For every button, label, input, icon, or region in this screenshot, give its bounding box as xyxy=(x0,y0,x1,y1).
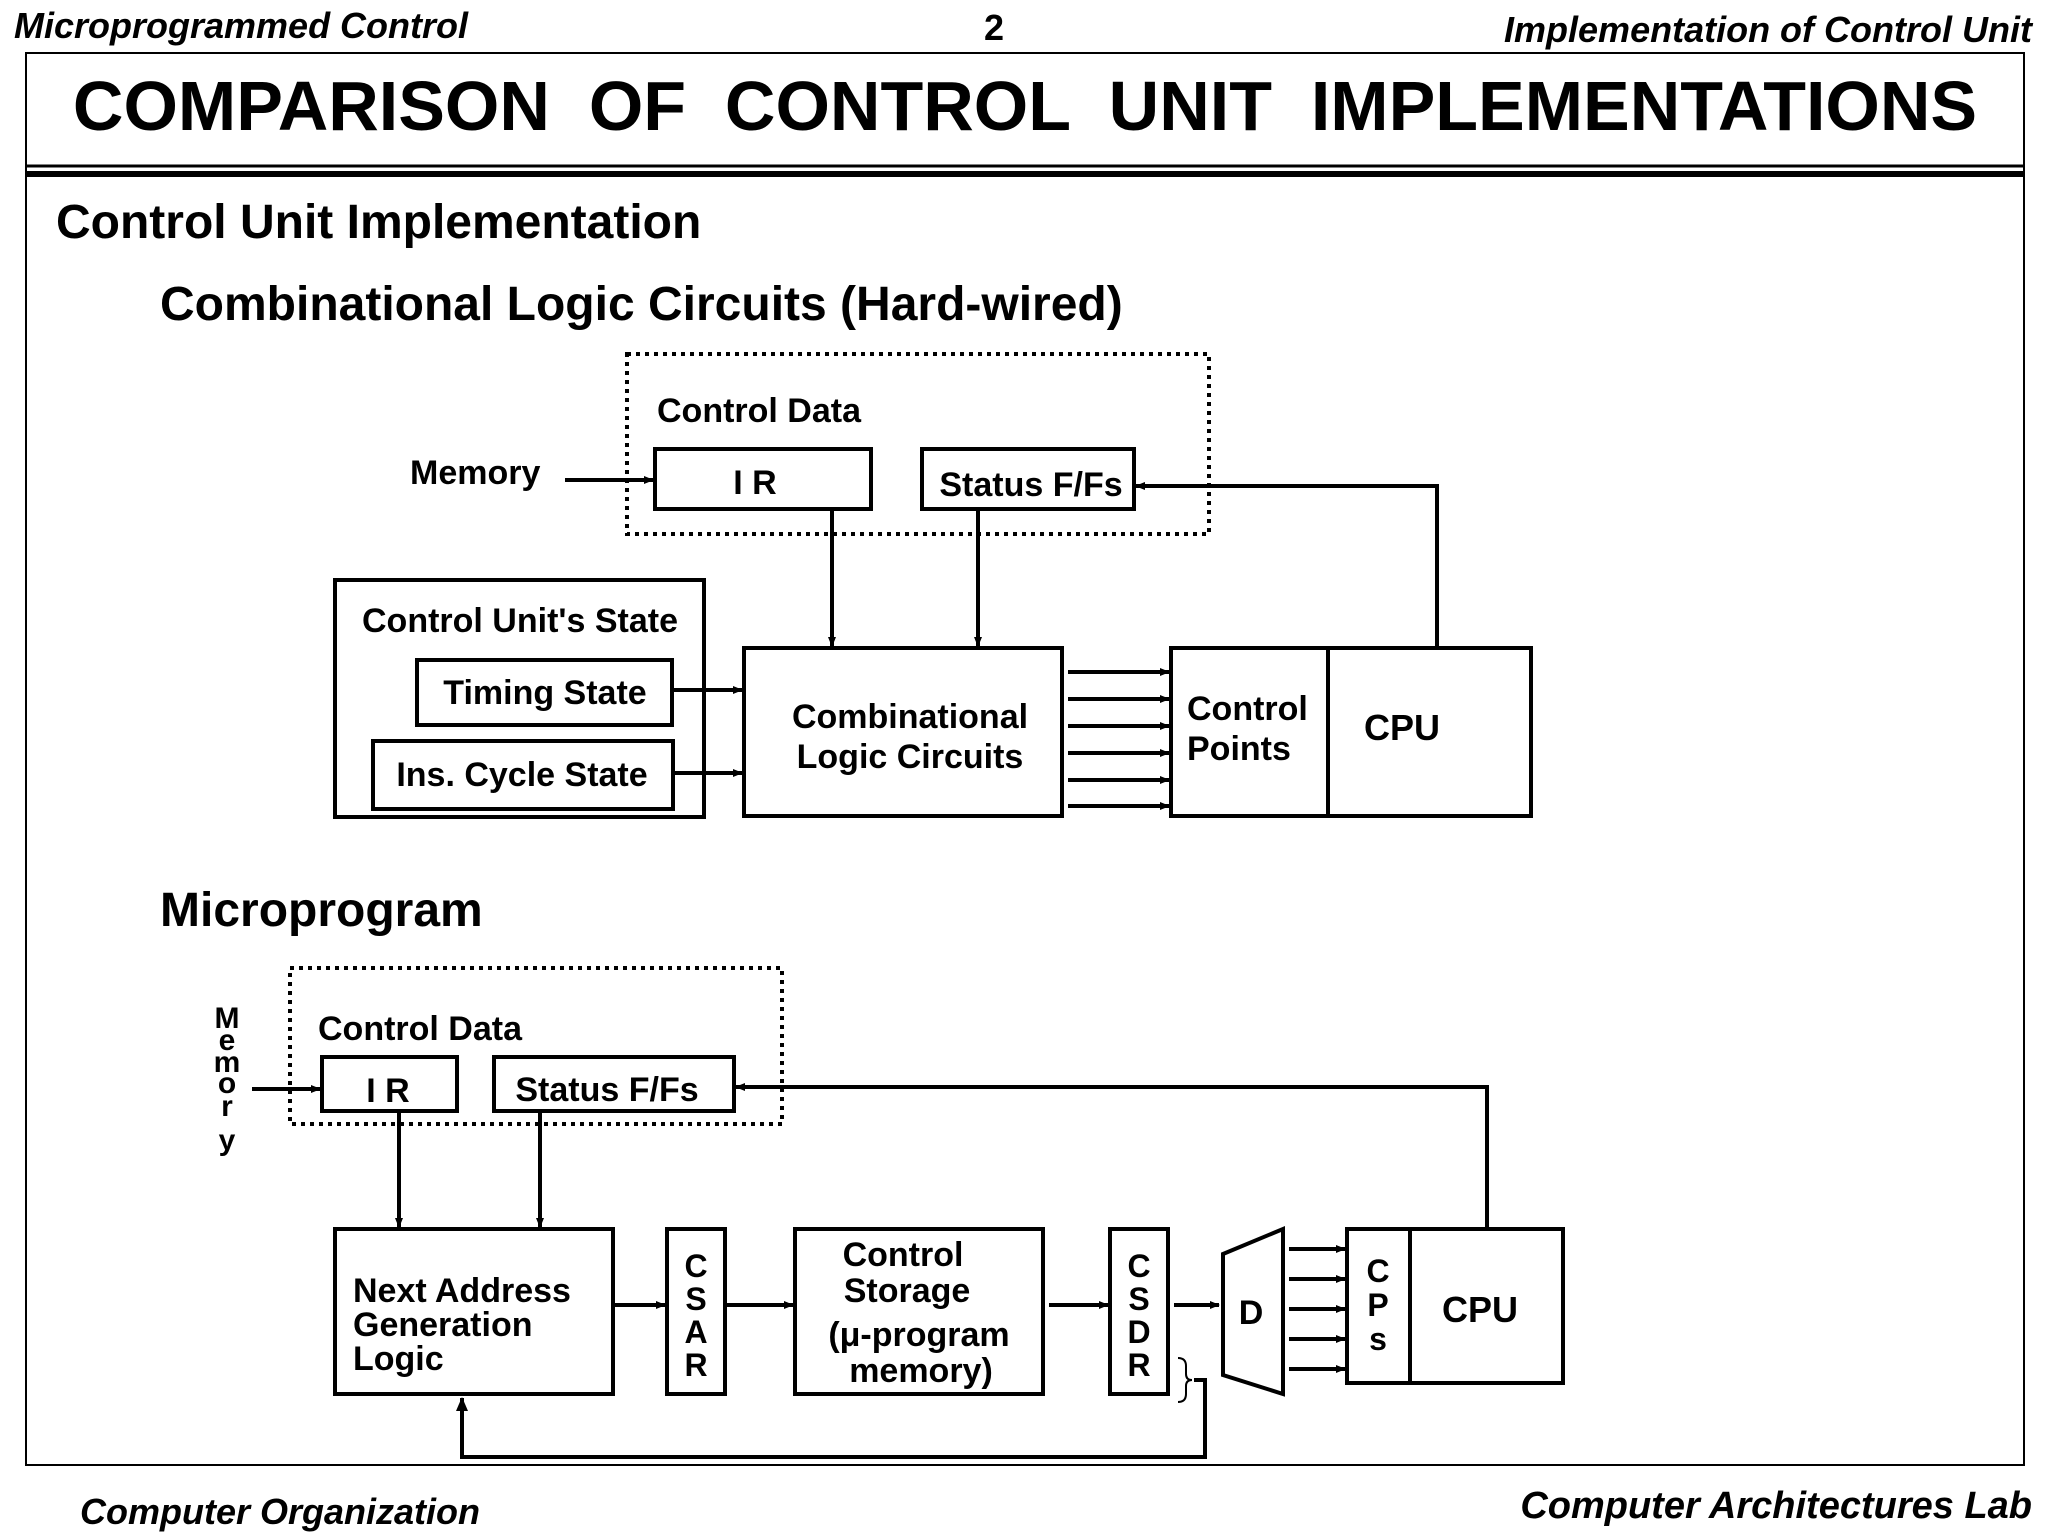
hw-control-points-line1: Control xyxy=(1187,690,1308,728)
mp-memory-letter: r xyxy=(221,1090,233,1123)
hw-control-data-group xyxy=(625,352,1211,536)
mp-status-register xyxy=(492,1055,736,1113)
hw-combinational-box xyxy=(742,646,1064,818)
hw-ir-label: I R xyxy=(733,464,776,502)
mp-csar-letter: R xyxy=(684,1347,707,1383)
hw-ir-register xyxy=(653,447,873,511)
mp-control-storage-line4: memory) xyxy=(849,1352,993,1390)
mp-csar-letter: S xyxy=(685,1281,706,1317)
mp-ir-register xyxy=(320,1055,459,1113)
page-title: COMPARISON OF CONTROL UNIT IMPLEMENTATIO… xyxy=(73,67,1977,145)
mp-memory-letter: M xyxy=(215,1002,240,1035)
mp-memory-letter: m xyxy=(214,1046,241,1079)
microprogram-heading: Microprogram xyxy=(160,884,483,937)
mp-cps-letter: P xyxy=(1367,1287,1388,1323)
hw-status-label: Status F/Fs xyxy=(939,466,1122,504)
hw-timing-state-label: Timing State xyxy=(443,674,646,712)
mp-memory-letter: e xyxy=(219,1024,236,1057)
mp-control-storage-box xyxy=(793,1227,1045,1396)
hw-timing-state-box xyxy=(415,658,674,727)
mp-next-address-line1: Next Address xyxy=(353,1272,571,1310)
hw-status-register xyxy=(920,447,1136,511)
mp-next-address-line3: Logic xyxy=(353,1340,444,1378)
hw-cpu-label: CPU xyxy=(1364,707,1440,748)
mp-csar-letter: A xyxy=(684,1314,707,1350)
mp-csdr-feedback-arrow xyxy=(456,1378,1207,1459)
slide-frame xyxy=(25,52,2025,1466)
footer-left: Computer Organization xyxy=(80,1491,480,1532)
mp-csdr-letter: D xyxy=(1127,1314,1150,1350)
mp-next-address-box xyxy=(333,1227,615,1396)
mp-csdr-register xyxy=(1108,1227,1170,1396)
hw-combinational-line1: Combinational xyxy=(792,698,1028,736)
mp-csar-register xyxy=(665,1227,727,1396)
header-left: Microprogrammed Control xyxy=(14,5,469,46)
mp-cps-letter: C xyxy=(1366,1253,1389,1289)
mp-control-storage-line2: Storage xyxy=(844,1272,971,1310)
hw-cu-state-box xyxy=(333,578,706,819)
mp-status-label: Status F/Fs xyxy=(515,1071,698,1109)
hardwired-diagram: Control Data Memory I R Status F/Fs Cont… xyxy=(333,352,1533,819)
section-heading: Control Unit Implementation xyxy=(56,196,701,249)
hw-cpu-block xyxy=(1169,646,1533,818)
mp-ir-label: I R xyxy=(366,1072,409,1110)
mp-csar-letter: C xyxy=(684,1248,707,1284)
mp-memory-letter: y xyxy=(219,1124,236,1157)
mp-decoder xyxy=(1221,1226,1285,1397)
mp-memory-letter: o xyxy=(218,1067,236,1100)
microprogram-diagram: Control Data M e m o r y I R Status F/Fs… xyxy=(214,966,1565,1459)
mp-cps-letter: s xyxy=(1369,1321,1387,1357)
footer-right: Computer Architectures Lab xyxy=(1520,1485,2032,1527)
mp-memory-label: M e m o r y xyxy=(214,1002,241,1157)
hw-ins-cycle-label: Ins. Cycle State xyxy=(396,756,647,794)
mp-control-data-label: Control Data xyxy=(318,1010,523,1048)
mp-cpu-feedback-arrow xyxy=(735,1083,1489,1229)
mp-next-address-line2: Generation xyxy=(353,1306,532,1344)
hw-control-points-line2: Points xyxy=(1187,730,1291,768)
hw-control-data-label: Control Data xyxy=(657,392,862,430)
hw-combinational-line2: Logic Circuits xyxy=(797,738,1024,776)
header-right: Implementation of Control Unit xyxy=(1504,9,2034,50)
hw-cpu-feedback-arrow xyxy=(1135,482,1439,648)
mp-control-storage-line1: Control xyxy=(843,1236,964,1274)
mp-control-storage-line3: (μ-program xyxy=(828,1316,1009,1354)
hw-memory-label: Memory xyxy=(410,454,540,492)
hw-cu-state-label: Control Unit's State xyxy=(362,602,678,640)
mp-csdr-brace xyxy=(1177,1357,1193,1403)
mp-csdr-letter: C xyxy=(1127,1248,1150,1284)
hardwired-heading: Combinational Logic Circuits (Hard-wired… xyxy=(160,278,1123,331)
mp-cpu-block xyxy=(1345,1227,1565,1385)
mp-csdr-letter: S xyxy=(1128,1281,1149,1317)
mp-cpu-label: CPU xyxy=(1442,1289,1518,1330)
mp-decoder-label: D xyxy=(1239,1294,1264,1332)
mp-control-data-group xyxy=(288,966,784,1126)
mp-csdr-letter: R xyxy=(1127,1347,1150,1383)
page-number: 2 xyxy=(984,7,1004,48)
